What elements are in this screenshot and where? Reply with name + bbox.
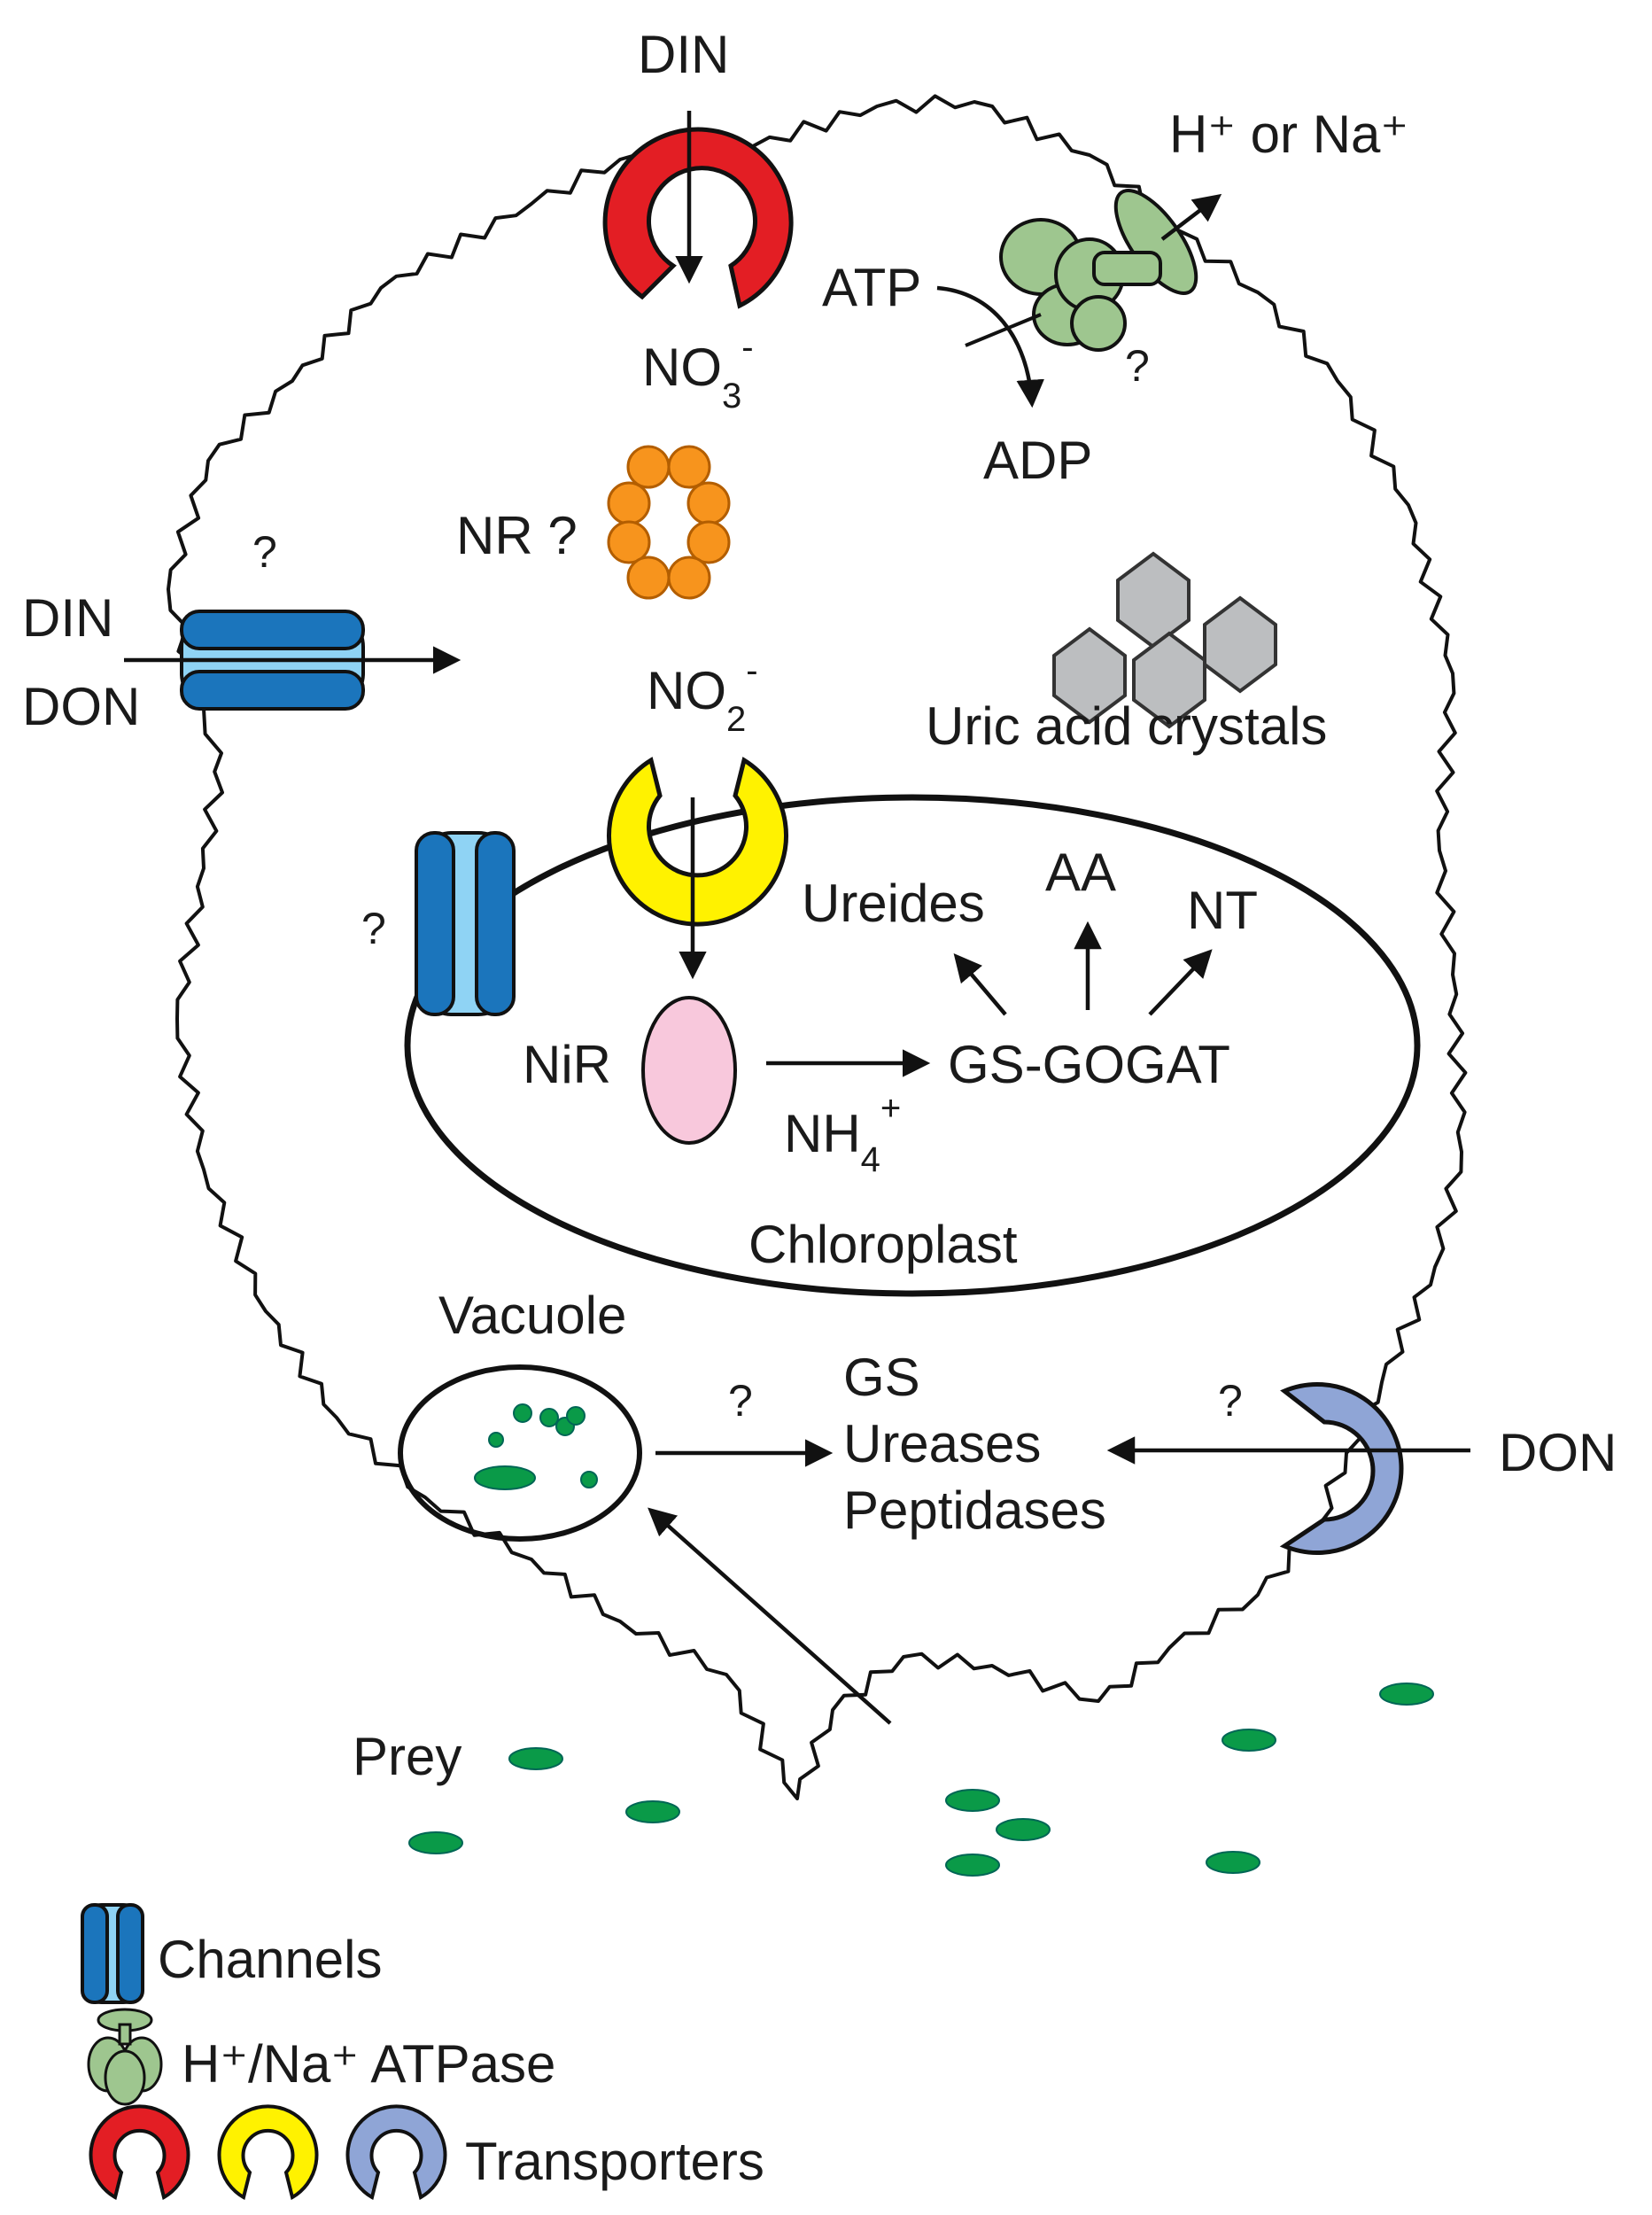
peptidases-label: Peptidases <box>843 1481 1106 1540</box>
aa-label: AA <box>1045 843 1116 902</box>
red-transporter-icon <box>602 127 794 309</box>
chloroplast-label: Chloroplast <box>748 1215 1018 1274</box>
nitrite-label: NO2- <box>647 651 758 739</box>
vacuole-question-mark: ? <box>728 1376 753 1426</box>
prey-to-vacuole-arrow <box>648 1507 892 1725</box>
chloroplast-channel-icon <box>415 831 516 1016</box>
atp-cross-line <box>965 313 1042 347</box>
nt-label: NT <box>1187 881 1258 940</box>
ureides-label: Ureides <box>802 874 985 933</box>
gsgogat-label: GS-GOGAT <box>948 1035 1230 1094</box>
legend-blue-transporter-icon <box>345 2104 447 2201</box>
atp-label: ATP <box>822 258 921 317</box>
chloroplast-channel-question-mark: ? <box>361 904 386 953</box>
don-question-mark: ? <box>1218 1376 1243 1426</box>
free-prey <box>408 1683 1434 1874</box>
cell-membrane <box>167 94 1468 1800</box>
uric-acid-crystals-icon <box>1052 551 1277 729</box>
nitrite-reductase-icon <box>641 996 737 1145</box>
din-left-label: DIN <box>22 588 113 648</box>
yellow-transporter-icon <box>607 757 788 927</box>
vacuole-contents <box>474 1403 598 1490</box>
adp-label: ADP <box>983 431 1092 490</box>
vacuole-membrane <box>398 1364 642 1542</box>
nitrate-label: NO3- <box>642 328 754 416</box>
legend-channels-label: Channels <box>158 1930 383 1989</box>
h-or-na-label: H⁺ or Na⁺ <box>1169 105 1408 164</box>
atpase-icon <box>999 189 1198 352</box>
atp-to-adp-arrow <box>936 285 1044 408</box>
nitrate-reductase-icon <box>607 445 731 600</box>
blue-transporter-icon <box>1279 1382 1404 1555</box>
legend-atpase-label: H⁺/Na⁺ ATPase <box>182 2034 555 2094</box>
gs-label: GS <box>843 1348 920 1407</box>
gsgogat-to-ureides-arrow <box>953 952 1007 1016</box>
gsgogat-to-nt-arrow <box>1148 949 1213 1016</box>
left-channel-question-mark: ? <box>252 527 277 577</box>
vacuole-label: Vacuole <box>438 1286 626 1345</box>
ureases-label: Ureases <box>843 1414 1041 1473</box>
ingested-prey <box>945 1789 1051 1877</box>
atpase-question-mark: ? <box>1125 341 1150 391</box>
don-left-label: DON <box>22 677 140 736</box>
din-top-label: DIN <box>638 25 729 84</box>
legend-atpase-icon <box>87 2008 163 2106</box>
prey-label: Prey <box>353 1727 461 1786</box>
legend-transporters-label: Transporters <box>465 2132 764 2191</box>
legend: Channels H⁺/Na⁺ ATPase Transporters <box>81 1903 764 2201</box>
proton-out-arrow <box>1160 193 1222 241</box>
legend-red-transporter-icon <box>89 2104 190 2201</box>
legend-yellow-transporter-icon <box>217 2104 319 2201</box>
legend-channel-icon <box>81 1903 144 2004</box>
chloroplast-membrane <box>404 794 1421 1297</box>
ammonium-label: NH4+ <box>784 1089 901 1179</box>
uric-acid-label: Uric acid crystals <box>926 696 1327 756</box>
don-right-label: DON <box>1499 1423 1617 1482</box>
nir-label: NiR <box>523 1035 611 1094</box>
nr-label: NR ? <box>456 506 578 565</box>
